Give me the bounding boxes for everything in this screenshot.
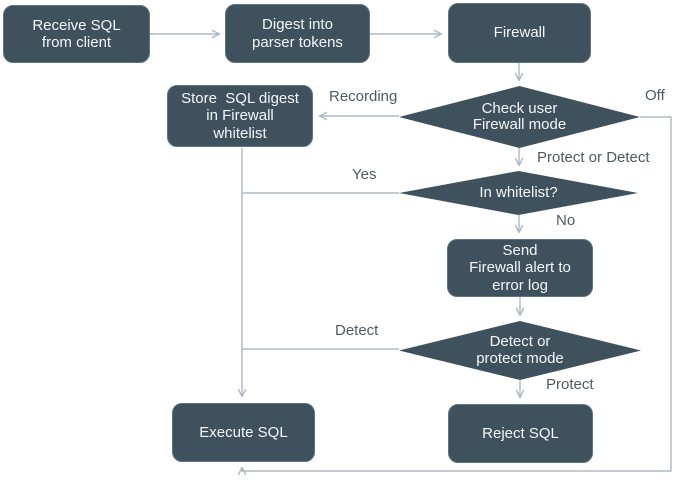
edge-label-off: Off bbox=[645, 87, 665, 104]
edge-label-protect: Protect bbox=[546, 376, 594, 393]
node-digest-into-parser-tokens: Digest into parser tokens bbox=[225, 4, 370, 63]
node-reject-sql: Reject SQL bbox=[448, 404, 593, 463]
node-send-firewall-alert: Send Firewall alert to error log bbox=[447, 239, 593, 297]
node-receive-sql: Receive SQL from client bbox=[3, 5, 150, 63]
node-execute-sql: Execute SQL bbox=[172, 403, 315, 462]
connector-off-feedback-path bbox=[237, 116, 672, 476]
edge-label-no: No bbox=[556, 212, 576, 229]
node-firewall: Firewall bbox=[448, 3, 591, 63]
node-store-sql-digest: Store SQL digest in Firewall whitelist bbox=[167, 85, 313, 147]
edge-label-yes: Yes bbox=[352, 166, 377, 183]
edge-label-protect-or-detect: Protect or Detect bbox=[537, 149, 650, 166]
edge-label-recording: Recording bbox=[329, 88, 398, 105]
edge-label-detect: Detect bbox=[335, 322, 379, 339]
